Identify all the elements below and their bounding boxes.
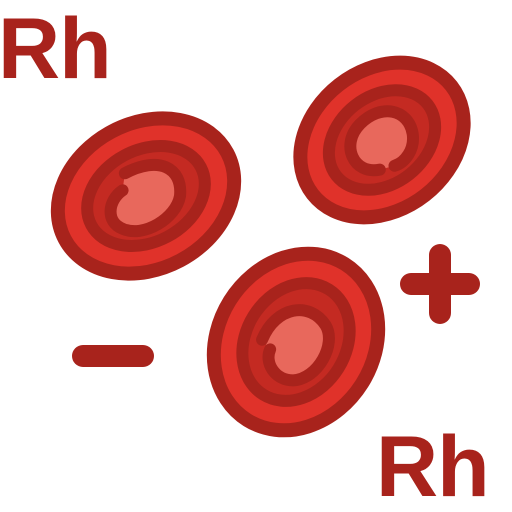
rh-label-top: Rh: [0, 1, 112, 97]
blood-cell-icon: [293, 55, 471, 225]
rh-label-bottom: Rh: [376, 419, 490, 512]
blood-cell-icon: [206, 246, 386, 438]
blood-cell-icon: [50, 111, 242, 281]
minus-icon: [72, 345, 154, 367]
plus-icon: [400, 244, 480, 324]
